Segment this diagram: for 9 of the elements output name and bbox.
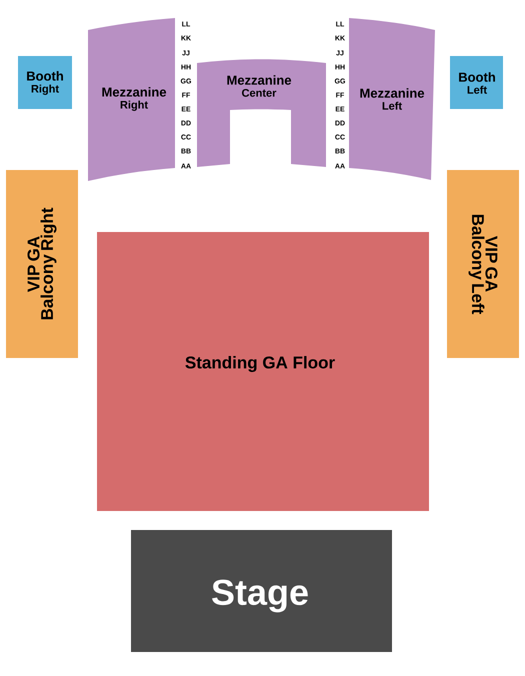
booth-section: Booth Left	[450, 56, 503, 109]
mezzanine-section: Mezzanine Left	[349, 18, 435, 180]
balcony-section: VIP GA Balcony Right	[6, 170, 78, 358]
mezzanine-section: Mezzanine Center	[197, 59, 326, 167]
mezzanine-section: Mezzanine Right	[88, 18, 175, 181]
balcony-section: VIP GA Balcony Left	[447, 170, 519, 358]
booth-section: Booth Right	[18, 56, 72, 109]
stage: Stage	[131, 530, 392, 652]
floor-section: Standing GA Floor	[97, 232, 429, 511]
